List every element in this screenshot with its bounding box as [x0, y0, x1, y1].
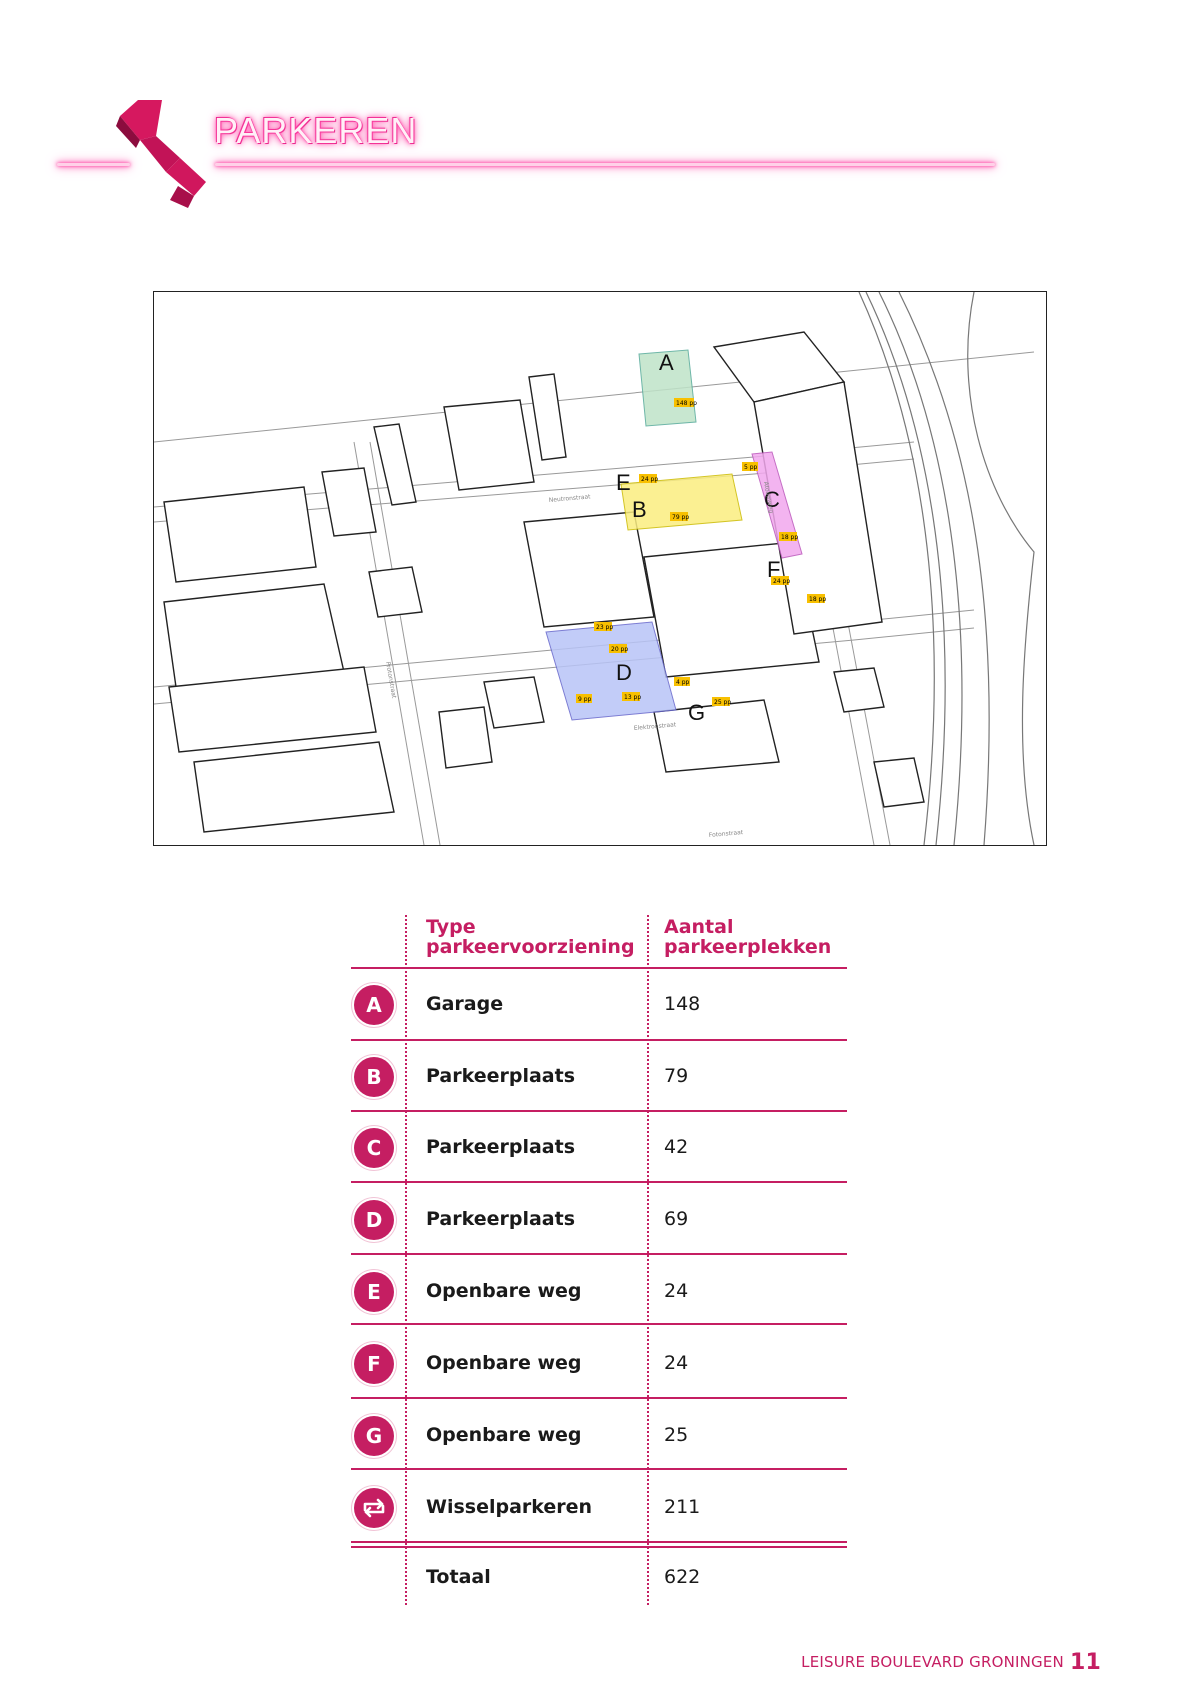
row-amount: 211 [664, 1496, 701, 1518]
table-row: F Openbare weg 24 [351, 1328, 847, 1398]
column-divider-right [647, 915, 649, 1605]
page-number: 11 [1069, 1650, 1101, 1675]
table-row: B Parkeerplaats 79 [351, 1041, 847, 1111]
total-row: Totaal 622 [351, 1542, 847, 1612]
zone-badge: G [354, 1416, 394, 1456]
col-header-type: Type parkeervoorziening [426, 916, 635, 958]
tag-c-18: 18 pp [781, 534, 798, 541]
row-type: Wisselparkeren [426, 1496, 593, 1518]
street-neutronstraat: Neutronstraat [549, 493, 592, 504]
tag-c-5: 5 pp [744, 464, 758, 471]
total-divider [351, 1541, 847, 1543]
row-divider [351, 1397, 847, 1399]
street-fotonstraat: Fotonstraat [709, 829, 745, 839]
row-divider [351, 1468, 847, 1470]
tag-d-9: 9 pp [578, 696, 592, 703]
swap-arrows-icon [354, 1488, 394, 1528]
row-divider [351, 967, 847, 969]
tag-d-20: 20 pp [611, 646, 628, 653]
zone-badge: D [354, 1200, 394, 1240]
row-amount: 25 [664, 1424, 689, 1446]
tag-d-4: 4 pp [676, 679, 690, 686]
total-divider [351, 1546, 847, 1548]
table-row: E Openbare weg 24 [351, 1256, 847, 1326]
table-row: A Garage 148 [351, 969, 847, 1039]
zone-badge: C [354, 1128, 394, 1168]
zone-label-g: G [688, 700, 705, 725]
zone-label-e: E [616, 470, 631, 495]
zone-badge: A [354, 985, 394, 1025]
row-divider [351, 1253, 847, 1255]
row-amount: 24 [664, 1280, 689, 1302]
table-row: D Parkeerplaats 69 [351, 1184, 847, 1254]
footer-title: LEISURE BOULEVARD GRONINGEN [801, 1653, 1064, 1671]
title-underline-left [57, 163, 130, 166]
row-amount: 79 [664, 1065, 689, 1087]
total-amount: 622 [664, 1566, 701, 1588]
table-row: C Parkeerplaats 42 [351, 1112, 847, 1182]
tag-g-25: 25 pp [714, 699, 731, 706]
col-header-amount: Aantal parkeerplekken [664, 916, 832, 958]
total-label: Totaal [426, 1566, 491, 1588]
zone-label-d: D [616, 660, 632, 685]
zone-label-f: F [767, 557, 780, 582]
row-type: Parkeerplaats [426, 1136, 576, 1158]
row-type: Openbare weg [426, 1352, 582, 1374]
zone-label-c: C [764, 487, 780, 512]
row-divider [351, 1181, 847, 1183]
page-title: PARKEREN [214, 110, 418, 151]
table-row: Wisselparkeren 211 [351, 1472, 847, 1542]
tag-d-13: 13 pp [624, 694, 641, 701]
zone-badge: B [354, 1057, 394, 1097]
title-underline-right [215, 163, 995, 166]
parking-map: 148 pp 24 pp 79 pp 5 pp 18 pp 24 pp 18 p… [153, 291, 1047, 846]
tag-a-148: 148 pp [676, 400, 697, 407]
page-footer: LEISURE BOULEVARD GRONINGEN 11 [801, 1650, 1101, 1675]
row-amount: 24 [664, 1352, 689, 1374]
row-amount: 69 [664, 1208, 689, 1230]
street-elektronstraat: Elektronstraat [634, 721, 678, 732]
row-divider [351, 1039, 847, 1041]
tag-b-79: 79 pp [672, 514, 689, 521]
zone-label-a: A [659, 350, 674, 375]
zone-badge: F [354, 1344, 394, 1384]
tag-f-18: 18 pp [809, 596, 826, 603]
row-type: Openbare weg [426, 1424, 582, 1446]
row-type: Garage [426, 993, 504, 1015]
tag-f-24: 24 pp [773, 578, 790, 585]
zone-badge: E [354, 1272, 394, 1312]
table-row: G Openbare weg 25 [351, 1400, 847, 1470]
row-type: Openbare weg [426, 1280, 582, 1302]
column-divider-left [405, 915, 407, 1605]
tag-e-24: 24 pp [641, 476, 658, 483]
row-divider [351, 1323, 847, 1325]
brand-logo-icon [116, 100, 206, 208]
row-amount: 42 [664, 1136, 689, 1158]
row-amount: 148 [664, 993, 701, 1015]
row-type: Parkeerplaats [426, 1065, 576, 1087]
row-divider [351, 1110, 847, 1112]
parking-table: Type parkeervoorziening Aantal parkeerpl… [351, 905, 847, 1605]
row-type: Parkeerplaats [426, 1208, 576, 1230]
zone-label-b: B [632, 497, 647, 522]
tag-d-23: 23 pp [596, 624, 613, 631]
